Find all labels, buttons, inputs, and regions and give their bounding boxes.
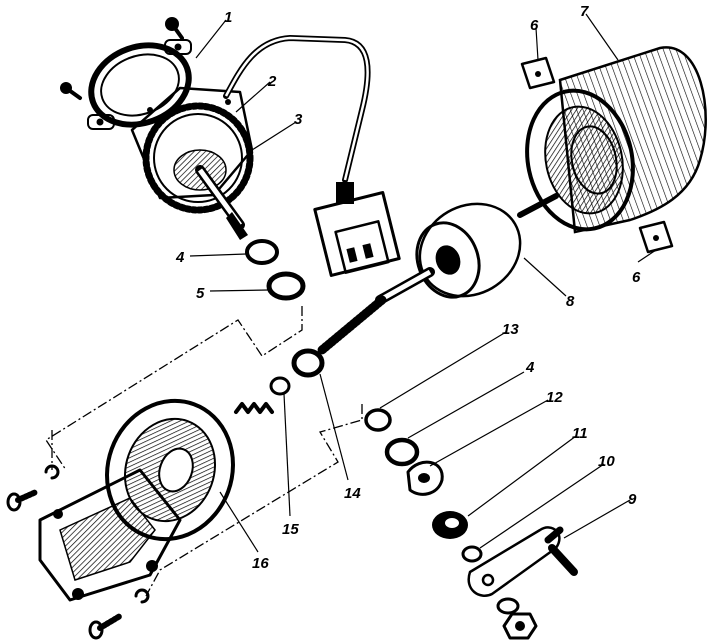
label-13: 13 xyxy=(502,321,519,338)
clamp-ring-part-1 xyxy=(60,17,192,130)
label-10: 10 xyxy=(598,453,615,470)
nut-and-washer xyxy=(496,597,538,640)
screw-left-lower-b xyxy=(88,613,123,640)
screw-left xyxy=(60,82,82,100)
motor-housing-part-7 xyxy=(525,46,707,234)
crank-lever-part-9 xyxy=(467,526,578,597)
drive-shaft-part-3 xyxy=(195,165,248,240)
label-6-lower: 6 xyxy=(632,269,641,286)
label-8: 8 xyxy=(566,293,575,310)
label-9: 9 xyxy=(628,491,637,508)
label-16: 16 xyxy=(252,555,269,572)
label-4-upper: 4 xyxy=(175,249,185,266)
washer-part-14 xyxy=(291,348,325,378)
label-2: 2 xyxy=(267,73,277,90)
label-12: 12 xyxy=(546,389,563,406)
clip-part-6-upper xyxy=(520,56,556,90)
label-15: 15 xyxy=(282,521,299,538)
brush-part-15 xyxy=(269,376,291,396)
lock-washers xyxy=(44,464,150,604)
brush-holder-part-16 xyxy=(38,398,235,602)
label-11: 11 xyxy=(572,425,588,442)
label-3: 3 xyxy=(294,111,303,128)
leader-lines xyxy=(189,13,657,553)
spring-washer-part-11 xyxy=(432,511,468,539)
label-4-lower: 4 xyxy=(525,359,535,376)
label-14: 14 xyxy=(344,485,361,502)
washer-part-4-upper xyxy=(245,239,279,265)
washer-part-5 xyxy=(266,271,306,301)
label-7: 7 xyxy=(580,3,589,20)
clip-part-6-lower xyxy=(638,220,674,254)
gear-housing-part-2 xyxy=(130,86,254,214)
label-6-upper: 6 xyxy=(530,17,539,34)
brush-spring xyxy=(234,402,274,414)
bushing-part-12 xyxy=(406,460,444,496)
screw-upper xyxy=(165,17,184,40)
cable-with-connector xyxy=(223,35,401,277)
washer-part-10 xyxy=(461,545,483,563)
label-1: 1 xyxy=(224,9,232,26)
washer-part-13 xyxy=(364,408,392,432)
screw-left-lower-a xyxy=(6,489,39,512)
armature-part-8 xyxy=(317,193,559,355)
label-5: 5 xyxy=(196,285,205,302)
washer-part-4-lower xyxy=(384,437,420,467)
assembly-axis-lines xyxy=(45,306,363,597)
